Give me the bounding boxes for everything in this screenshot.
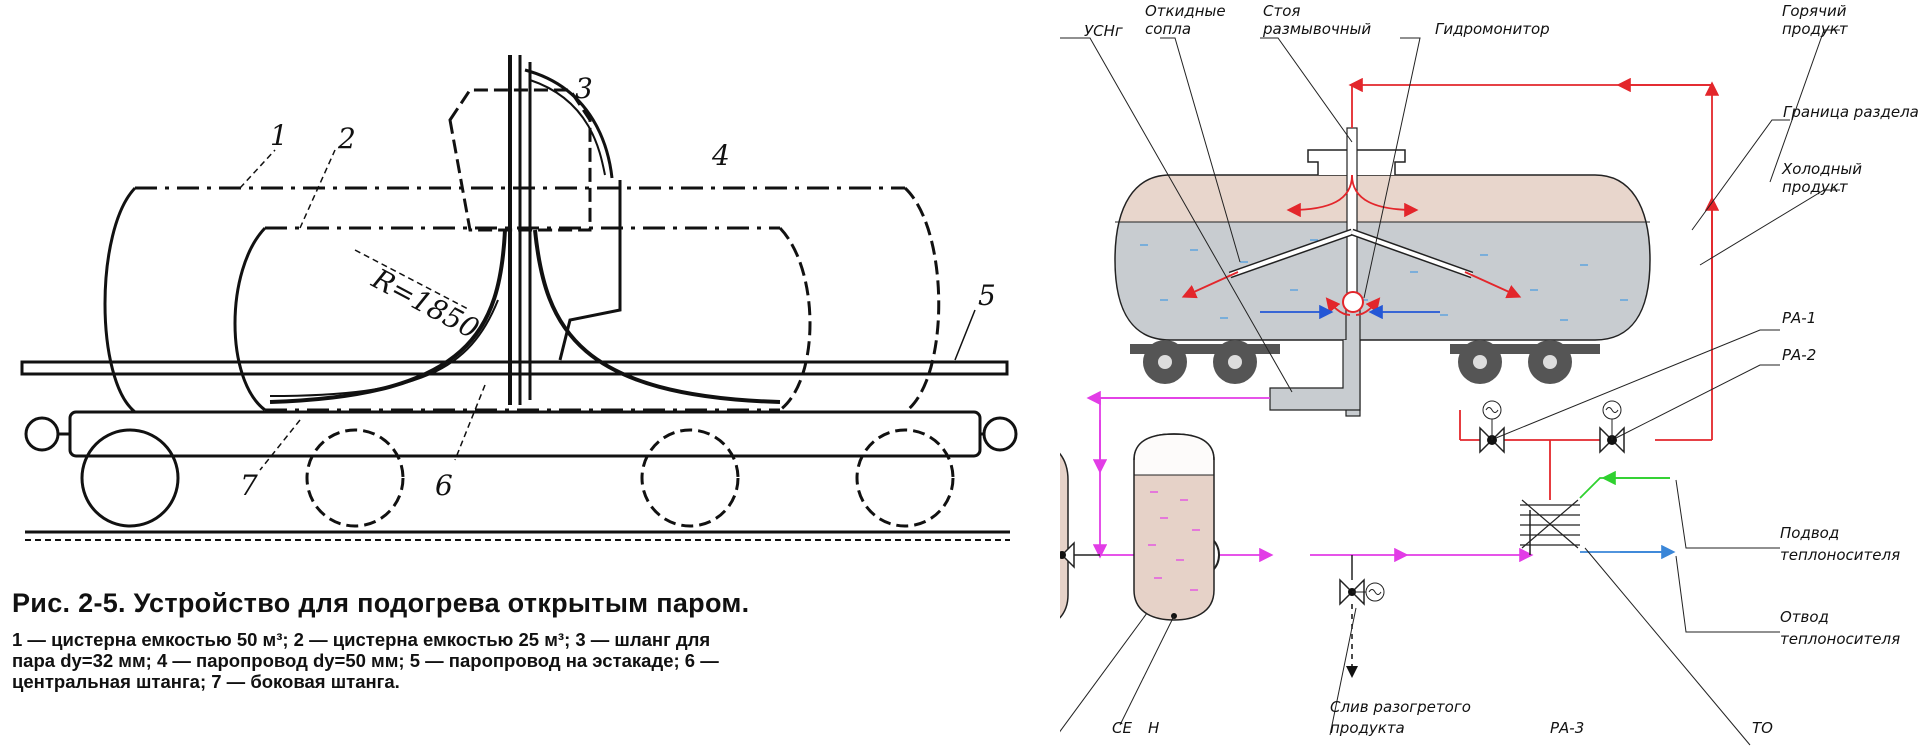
- label-heat-in-1: Подвод: [1780, 524, 1839, 542]
- tank-2-right-head: [778, 226, 812, 412]
- side-rod-right: [533, 229, 781, 404]
- caption-line-3: центральная штанга; 7 — боковая штанга.: [12, 671, 400, 692]
- tank-car-heating-drawing: 1 2 3 4 5 6 7 R=1850: [20, 55, 1018, 541]
- car-frame: [68, 410, 982, 458]
- storage-tank-overlay: СЕ: [1112, 433, 1215, 737]
- stand-pipe: [1346, 127, 1358, 299]
- label-nozzles-1: Откидные: [1145, 2, 1226, 20]
- label-standpipe-2: размывочный: [1262, 20, 1371, 38]
- wheel-3: [640, 428, 740, 528]
- label-hot-1: Горячий: [1782, 2, 1847, 20]
- wheel-1: [80, 428, 180, 528]
- label-heat-out-1: Отвод: [1780, 608, 1829, 626]
- label-standpipe-1: Стоя: [1263, 2, 1300, 20]
- side-rod-left: [269, 229, 507, 404]
- wheelset: [1130, 340, 1600, 384]
- radius-label: R=1850: [366, 262, 485, 346]
- steam-hose: [524, 68, 614, 179]
- storage-tank: [979, 437, 1069, 633]
- number-7: 7: [240, 469, 258, 502]
- label-cold-1: Холодный: [1781, 160, 1862, 178]
- buffer-left: [24, 416, 60, 452]
- hot-return-loop: [1348, 77, 1720, 475]
- steam-pipe: [558, 180, 622, 361]
- valve-ra2[interactable]: [1599, 400, 1625, 454]
- label-n: Н: [1148, 719, 1159, 737]
- tank: [1114, 127, 1651, 417]
- label-ra2: РА-2: [1782, 346, 1816, 364]
- label-usn: УСНг: [1084, 22, 1123, 40]
- heat-exchanger: [1520, 475, 1580, 555]
- label-drain-2: продукта: [1330, 719, 1405, 737]
- number-2: 2: [337, 122, 356, 155]
- valve-ra1[interactable]: [1479, 400, 1505, 454]
- dome: [448, 88, 592, 232]
- label-ra1: РА-1: [1782, 309, 1816, 327]
- tank-1-left-head: [103, 186, 137, 414]
- label-to: ТО: [1752, 719, 1773, 737]
- caption-line-2: пара dу=32 мм; 4 — паропровод dу=50 мм; …: [12, 650, 719, 671]
- tank-1-right-head: [903, 186, 941, 414]
- label-nozzles-2: сопла: [1145, 20, 1191, 38]
- trestle-steam-pipe: [20, 360, 1009, 376]
- label-hot-2: продукт: [1782, 20, 1849, 38]
- number-6: 6: [435, 469, 453, 502]
- wheel-2: [305, 428, 405, 528]
- valve-ra3[interactable]: [1339, 555, 1385, 678]
- buffer-right: [982, 416, 1018, 452]
- label-cold-2: продукт: [1782, 178, 1849, 196]
- label-interface: Граница раздела: [1783, 103, 1919, 121]
- tank-2-left-head: [233, 226, 267, 412]
- label-ce: СЕ: [1112, 719, 1132, 737]
- label-drain-1: Слив разогретого: [1330, 698, 1471, 716]
- left-figure: 1 2 3 4 5 6 7 R=1850 Рис. 2-5. Устройств…: [12, 55, 1032, 692]
- tank-outline: [1114, 174, 1651, 341]
- label-ra3: РА-3: [1550, 719, 1584, 737]
- figure-caption: Рис. 2-5. Устройство для подогрева откры…: [12, 588, 1032, 692]
- caption-title: Рис. 2-5. Устройство для подогрева откры…: [12, 588, 750, 618]
- label-heat-out-2: теплоносителя: [1780, 630, 1900, 648]
- bottom-drain-device: [1269, 340, 1361, 411]
- number-5: 5: [978, 279, 996, 312]
- label-hydromonitor: Гидромонитор: [1435, 20, 1550, 38]
- number-4: 4: [711, 139, 730, 172]
- caption-text: 1 — цистерна емкостью 50 м³; 2 — цистерн…: [12, 629, 1032, 692]
- label-heat-in-2: теплоносителя: [1780, 546, 1900, 564]
- number-3: 3: [575, 72, 593, 105]
- number-1: 1: [270, 119, 288, 152]
- wheel-4: [855, 428, 955, 528]
- caption-line-1: 1 — цистерна емкостью 50 м³; 2 — цистерн…: [12, 629, 711, 650]
